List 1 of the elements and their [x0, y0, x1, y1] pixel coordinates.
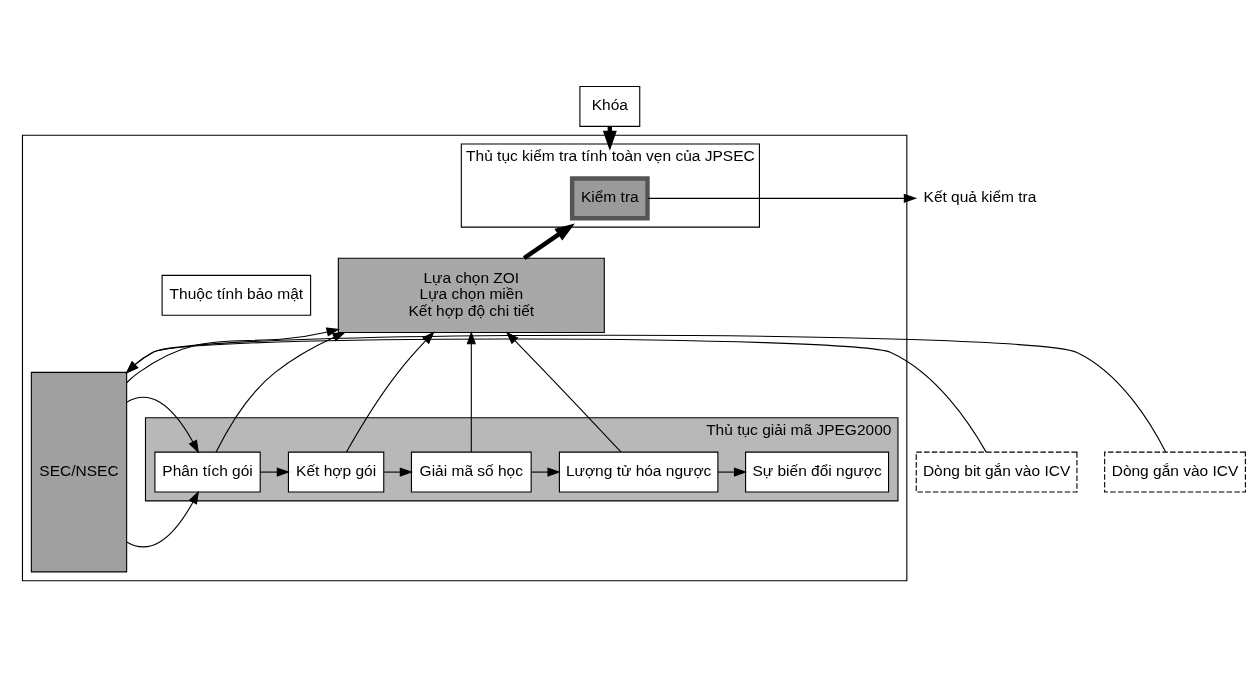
- node-text: Kết quả kiểm tra: [923, 187, 1037, 205]
